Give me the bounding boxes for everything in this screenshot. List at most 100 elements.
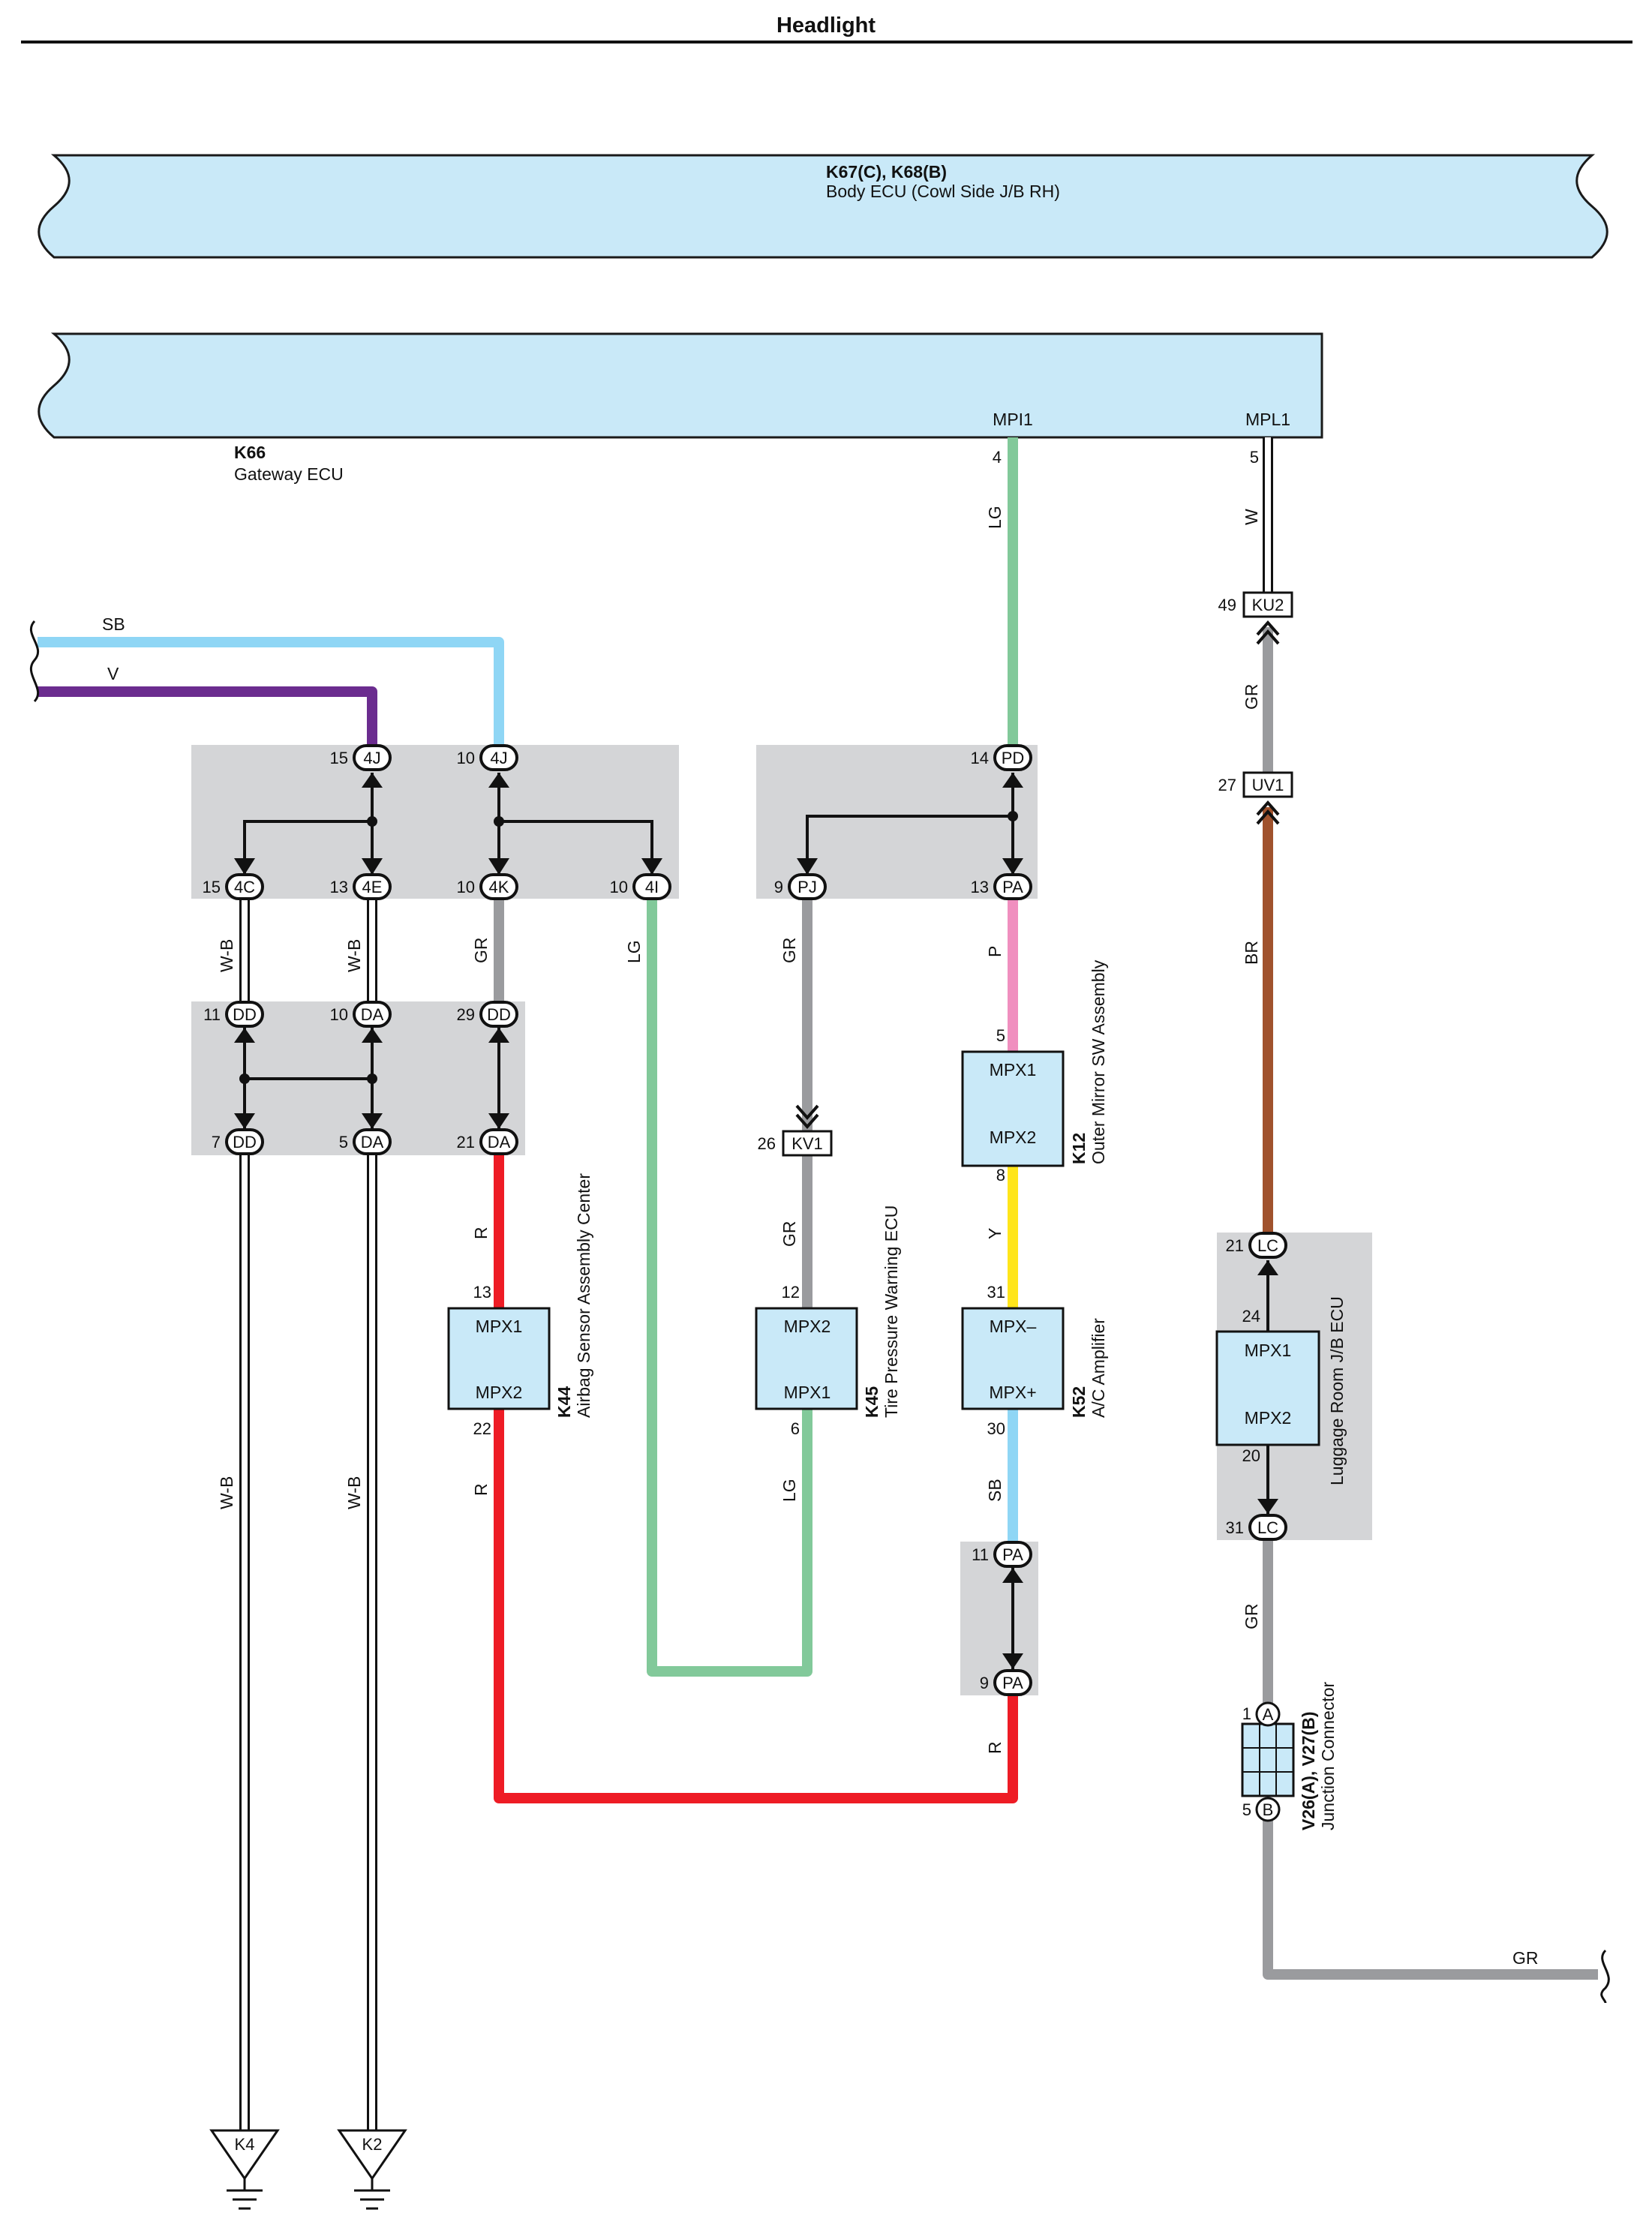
connector-cpa11: PA 11 bbox=[972, 1541, 1032, 1568]
connector-cdd_bot-label: DD bbox=[233, 1133, 257, 1152]
wire-label-br: BR bbox=[1242, 941, 1261, 965]
connector-c4i-pin: 10 bbox=[610, 878, 628, 896]
connector-c4j_a-pin: 15 bbox=[330, 749, 348, 767]
splice-dots bbox=[239, 811, 1018, 1084]
chevrons bbox=[795, 620, 1280, 1130]
wire-label-v-top: V bbox=[107, 664, 119, 683]
connector-cdd_top-label: DD bbox=[233, 1005, 257, 1024]
connector-cda_top-label: DA bbox=[361, 1005, 384, 1024]
connector-c4e-label: 4E bbox=[362, 878, 383, 896]
connector-ku2: KU2 49 bbox=[1218, 591, 1293, 618]
jc-a: A bbox=[1263, 1705, 1274, 1724]
connector-cpa9-pin: 9 bbox=[980, 1674, 989, 1692]
luggage-name: Luggage Room J/B ECU bbox=[1327, 1296, 1347, 1485]
ground-k2: K2 bbox=[337, 2129, 407, 2210]
ground-k2-label: K2 bbox=[362, 2135, 383, 2154]
connector-c4e-pin: 13 bbox=[330, 878, 348, 896]
junction-block-2 bbox=[756, 745, 1038, 899]
connector-c4j_b: 4J 10 bbox=[457, 744, 518, 771]
connector-cdd29-label: DD bbox=[487, 1005, 511, 1024]
connector-ku2-pin: 49 bbox=[1218, 596, 1236, 614]
wire-label-sb-top: SB bbox=[102, 614, 125, 634]
page-title: Headlight bbox=[776, 14, 876, 38]
jc-name: Junction Connector bbox=[1318, 1681, 1338, 1830]
body-ecu-code: K67(C), K68(B) bbox=[826, 162, 947, 182]
connector-c4j_b-pin: 10 bbox=[457, 749, 475, 767]
wire-v bbox=[38, 686, 377, 758]
wire-label-y: Y bbox=[985, 1228, 1005, 1239]
connector-cdd_bot-pin: 7 bbox=[212, 1133, 221, 1152]
connector-cpa9: PA9 bbox=[980, 1669, 1032, 1696]
connector-cpa11-pin: 11 bbox=[972, 1545, 989, 1564]
wire-label-wb1: W-B bbox=[217, 939, 236, 972]
jc-b: B bbox=[1263, 1800, 1274, 1819]
wire-label-gr-pj: GR bbox=[779, 938, 799, 964]
gateway-pin-mpi1: 4 bbox=[993, 448, 1002, 467]
k44-pin-top: 13 bbox=[473, 1283, 491, 1302]
connector-uv1-label: UV1 bbox=[1252, 776, 1284, 794]
wire-sb bbox=[38, 637, 504, 758]
connector-cdd29-pin: 29 bbox=[457, 1005, 475, 1024]
connector-cpa11-label: PA bbox=[1002, 1545, 1023, 1564]
connector-c4k: 4K 10 bbox=[457, 873, 518, 900]
break-mark-left bbox=[29, 620, 40, 703]
k52-pin-top: 31 bbox=[987, 1283, 1005, 1302]
component-k12: MPX1 MPX2 5 8 K12 Outer Mirror SW Assemb… bbox=[961, 959, 1108, 1185]
connector-cpj: PJ9 bbox=[774, 873, 827, 900]
connector-c4k-label: 4K bbox=[489, 878, 509, 896]
wire-gr-jc-out bbox=[1263, 1809, 1598, 1980]
k12-code: K12 bbox=[1069, 1133, 1089, 1164]
gateway-code: K66 bbox=[234, 443, 266, 462]
connector-clc31-label: LC bbox=[1257, 1518, 1278, 1537]
connector-c4k-pin: 10 bbox=[457, 878, 475, 896]
wire-label-p: P bbox=[985, 946, 1005, 957]
k45-pin-bot: 6 bbox=[791, 1419, 800, 1438]
connector-c4j_b-label: 4J bbox=[490, 749, 507, 767]
connector-uv1: UV1 27 bbox=[1218, 771, 1293, 798]
arrowheads bbox=[234, 773, 1278, 1669]
connector-cdd29: DD 29 bbox=[457, 1001, 518, 1028]
k12-name: Outer Mirror SW Assembly bbox=[1089, 959, 1108, 1164]
component-luggage-room-jb: MPX1 MPX2 24 20 Luggage Room J/B ECU bbox=[1215, 1296, 1347, 1485]
gateway-terminal-mpl1: MPL1 bbox=[1245, 410, 1290, 429]
wire-label-wb3: W-B bbox=[217, 1476, 236, 1509]
connector-cdd_bot: DD 7 bbox=[212, 1128, 264, 1155]
k45-pin-top: 12 bbox=[782, 1283, 800, 1302]
gateway-ecu-box bbox=[38, 332, 1323, 439]
connector-c4i-label: 4I bbox=[645, 878, 659, 896]
wire-label-lg-k45: LG bbox=[779, 1479, 799, 1502]
jc-pin-b: 5 bbox=[1242, 1800, 1251, 1819]
k45-t1: MPX2 bbox=[784, 1317, 831, 1336]
k44-name: Airbag Sensor Assembly Center bbox=[574, 1173, 593, 1418]
wire-lg-4i-loop bbox=[647, 885, 812, 1677]
gateway-terminal-mpi1: MPI1 bbox=[993, 410, 1033, 429]
connector-uv1-pin: 27 bbox=[1218, 776, 1236, 794]
luggage-t2: MPX2 bbox=[1245, 1408, 1292, 1428]
connector-c4c-label: 4C bbox=[234, 878, 255, 896]
luggage-pin-top: 24 bbox=[1242, 1307, 1260, 1326]
wire-label-sb-k52: SB bbox=[985, 1479, 1005, 1502]
wire-label-r-k44: R bbox=[471, 1483, 491, 1496]
k52-name: A/C Amplifier bbox=[1089, 1318, 1108, 1418]
luggage-pin-bot: 20 bbox=[1242, 1446, 1260, 1465]
k52-t2: MPX+ bbox=[989, 1383, 1036, 1402]
component-k45: MPX2 MPX1 12 6 K45 Tire Pressure Warning… bbox=[755, 1206, 901, 1438]
k12-pin-bot: 8 bbox=[996, 1166, 1005, 1185]
k52-code: K52 bbox=[1069, 1386, 1089, 1418]
k44-pin-bot: 22 bbox=[473, 1419, 491, 1438]
k45-code: K45 bbox=[862, 1386, 882, 1418]
connector-cpa13-pin: 13 bbox=[971, 878, 989, 896]
component-k52: MPX– MPX+ 31 30 K52 A/C Amplifier bbox=[961, 1283, 1108, 1438]
wire-label-gr-4k: GR bbox=[471, 938, 491, 964]
k12-t2: MPX2 bbox=[990, 1128, 1037, 1147]
body-ecu-name: Body ECU (Cowl Side J/B RH) bbox=[826, 182, 1060, 201]
